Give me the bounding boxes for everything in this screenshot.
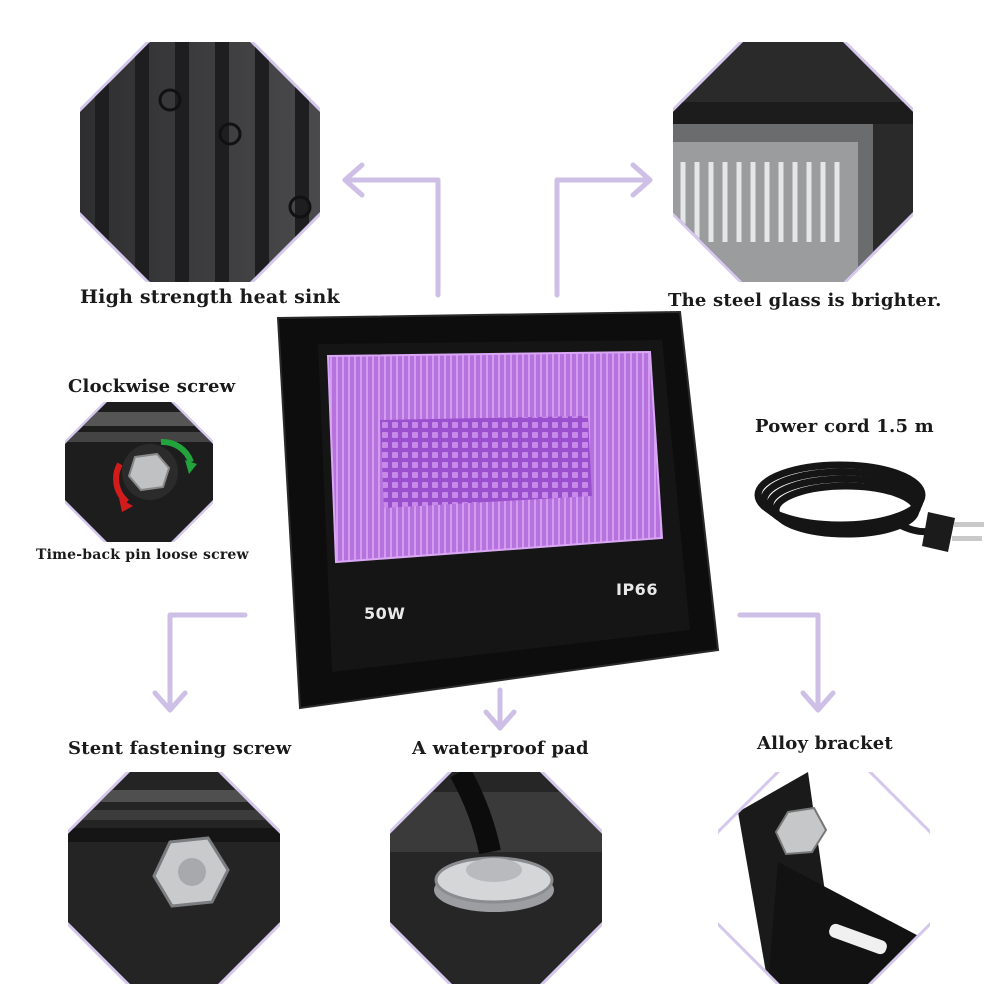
caption-stent-screw: Stent fastening screw bbox=[68, 738, 292, 759]
alloy-bracket-detail-image bbox=[718, 772, 930, 984]
caption-waterproof-pad: A waterproof pad bbox=[412, 738, 589, 759]
stent-screw-detail-image bbox=[68, 772, 280, 984]
steel-glass-detail-image bbox=[673, 42, 913, 282]
wattage-label: 50W bbox=[364, 604, 406, 623]
ip-rating-label: IP66 bbox=[616, 580, 658, 599]
clockwise-screw-detail-image bbox=[65, 402, 213, 542]
caption-heat-sink: High strength heat sink bbox=[80, 286, 340, 308]
heat-sink-detail-image bbox=[80, 42, 320, 282]
waterproof-pad-detail-image bbox=[390, 772, 602, 984]
caption-time-back-screw: Time-back pin loose screw bbox=[36, 547, 249, 563]
caption-alloy-bracket: Alloy bracket bbox=[757, 733, 893, 754]
caption-steel-glass: The steel glass is brighter. bbox=[668, 290, 942, 311]
caption-power-cord: Power cord 1.5 m bbox=[755, 416, 934, 437]
uv-floodlight-product-image: 50W IP66 bbox=[270, 300, 730, 720]
caption-clockwise-screw: Clockwise screw bbox=[68, 376, 236, 397]
power-cord-image bbox=[750, 440, 990, 570]
